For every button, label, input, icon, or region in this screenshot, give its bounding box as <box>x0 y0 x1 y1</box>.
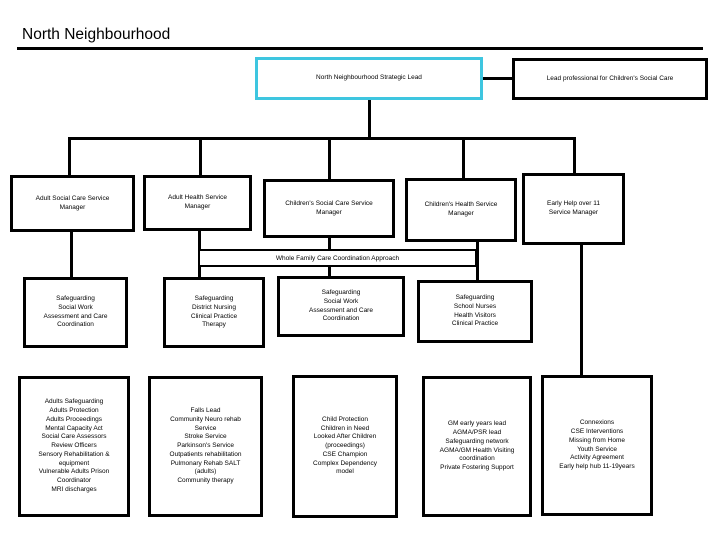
services-label-childrens-health: GM early years lead AGMA/PSR lead Safegu… <box>439 420 515 472</box>
safeguarding-box-childrens-social-work: Safeguarding Social Work Assessment and … <box>277 276 405 337</box>
services-box-childrens-health: GM early years lead AGMA/PSR lead Safegu… <box>422 376 532 517</box>
whole-family-banner-label: Whole Family Care Coordination Approach <box>275 254 400 262</box>
manager-box-adult-social-care: Adult Social Care Service Manager <box>10 175 135 232</box>
connector-adult-social-care-to-safeguarding <box>70 232 73 277</box>
manager-box-childrens-social-care: Children's Social Care Service Manager <box>263 179 395 238</box>
connector-strategic-to-lead-professional <box>483 77 512 80</box>
services-box-adult-health: Falls Lead Community Neuro rehab Service… <box>148 376 263 517</box>
manager-box-adult-health: Adult Health Service Manager <box>143 175 252 231</box>
manager-label-adult-social-care: Adult Social Care Service Manager <box>35 194 110 211</box>
strategic-lead-label: North Neighbourhood Strategic Lead <box>316 74 422 82</box>
safeguarding-box-adult-social-work: Safeguarding Social Work Assessment and … <box>23 277 128 348</box>
services-label-adult-health: Falls Lead Community Neuro rehab Service… <box>169 407 242 485</box>
connector-drop-childrens-social-care <box>328 137 331 179</box>
safeguarding-box-school-nurses: Safeguarding School Nurses Health Visito… <box>417 280 533 343</box>
services-label-adult-social-care: Adults Safeguarding Adults Protection Ad… <box>38 398 110 493</box>
strategic-lead-box: North Neighbourhood Strategic Lead <box>255 57 483 100</box>
safeguarding-label-childrens-social-work: Safeguarding Social Work Assessment and … <box>309 288 373 323</box>
whole-family-banner: Whole Family Care Coordination Approach <box>198 249 477 267</box>
services-label-childrens-social-care: Child Protection Children in Need Looked… <box>313 415 377 476</box>
manager-label-early-help: Early Help over 11 Service Manager <box>547 200 600 216</box>
services-label-early-help: Connexions CSE Interventions Missing fro… <box>559 419 635 471</box>
manager-box-childrens-health: Children's Health Service Manager <box>405 178 517 242</box>
connector-drop-adult-social-care <box>68 137 71 175</box>
connector-drop-early-help <box>573 137 576 173</box>
manager-label-adult-health: Adult Health Service Manager <box>168 194 227 210</box>
connector-childrens-health-to-school-nurses <box>476 242 479 280</box>
manager-label-childrens-social-care: Children's Social Care Service Manager <box>285 199 373 216</box>
services-box-adult-social-care: Adults Safeguarding Adults Protection Ad… <box>18 376 130 517</box>
manager-label-childrens-health: Children's Health Service Manager <box>424 201 498 217</box>
connector-drop-childrens-health <box>462 137 465 178</box>
lead-professional-box: Lead professional for Children's Social … <box>512 58 708 100</box>
page-title: North Neighbourhood <box>22 26 171 43</box>
connector-early-help-to-connexions <box>580 245 583 375</box>
manager-box-early-help: Early Help over 11 Service Manager <box>522 173 625 245</box>
safeguarding-box-district-nursing: Safeguarding District Nursing Clinical P… <box>163 277 265 348</box>
lead-professional-label: Lead professional for Children's Social … <box>546 74 674 82</box>
connector-manager-spine <box>68 137 576 140</box>
safeguarding-label-adult-social-work: Safeguarding Social Work Assessment and … <box>43 294 108 329</box>
services-box-childrens-social-care: Child Protection Children in Need Looked… <box>292 375 398 518</box>
connector-drop-adult-health <box>199 137 202 175</box>
safeguarding-label-district-nursing: Safeguarding District Nursing Clinical P… <box>190 294 238 329</box>
title-underline <box>17 47 703 50</box>
connector-strategic-lead-drop <box>368 100 371 138</box>
services-box-early-help: Connexions CSE Interventions Missing fro… <box>541 375 653 516</box>
safeguarding-label-school-nurses: Safeguarding School Nurses Health Visito… <box>451 293 499 328</box>
